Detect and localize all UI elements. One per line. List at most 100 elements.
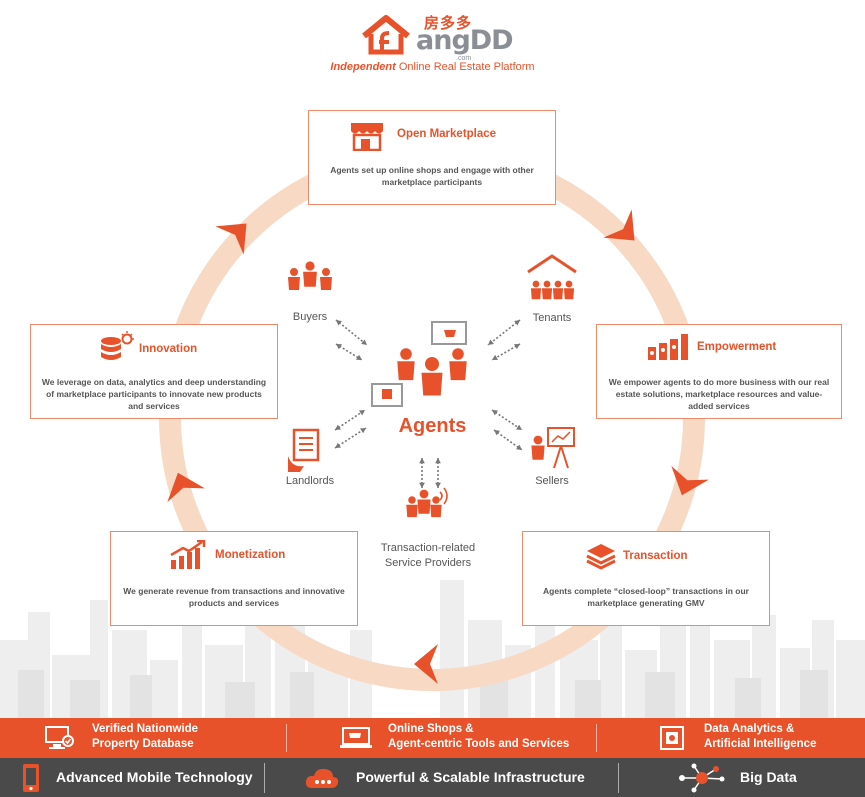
tech-item-mobile: Advanced Mobile Technology xyxy=(56,769,253,785)
tech-divider xyxy=(264,763,265,793)
connector-arrowhead xyxy=(492,354,498,360)
tech-item-big-data: Big Data xyxy=(740,769,797,785)
connector-arrowhead xyxy=(356,354,362,360)
person-head xyxy=(565,280,573,288)
person-head xyxy=(290,268,298,276)
connector-arrowhead xyxy=(514,344,520,350)
participant-buyers: Buyers xyxy=(280,311,340,323)
feature-line-2: Property Database xyxy=(92,738,194,750)
participant-sellers: Sellers xyxy=(522,475,582,487)
connector-line xyxy=(487,319,521,346)
person-head xyxy=(408,496,416,504)
cart-shape xyxy=(444,330,456,337)
cycle-arrow-icon xyxy=(414,644,438,684)
connector-line xyxy=(335,319,368,346)
tech-item-infrastructure: Powerful & Scalable Infrastructure xyxy=(356,769,585,785)
connector-arrowhead xyxy=(435,458,441,464)
person-body xyxy=(430,504,442,518)
connector-arrowhead xyxy=(335,442,341,448)
ai-chip-icon xyxy=(660,726,684,750)
person-head xyxy=(425,357,439,371)
tech-divider xyxy=(618,763,619,793)
connector-arrowhead xyxy=(335,424,341,430)
feature-divider xyxy=(596,724,597,752)
feature-line-2: Artificial Intelligence xyxy=(704,738,817,750)
stage-monetization: Monetization We generate revenue from tr… xyxy=(110,531,358,626)
buyers-icon xyxy=(288,261,332,290)
person-body xyxy=(303,271,317,287)
connector-arrowhead xyxy=(359,410,365,416)
database-bulb-icon xyxy=(101,331,134,360)
connector-arrowhead xyxy=(419,458,425,464)
verified-database-icon xyxy=(45,726,74,749)
participant-label: Tenants xyxy=(532,312,572,324)
connector-line xyxy=(334,409,366,431)
growth-chart-icon xyxy=(170,540,206,569)
stage-innovation: Innovation We leverage on data, analytic… xyxy=(30,324,278,419)
fangdd-logo: 房多多 angDD .com xyxy=(360,10,514,62)
connector-arrow xyxy=(334,409,366,431)
stage-description: Agents complete “closed-loop” transactio… xyxy=(543,586,749,608)
feature-item-database: Verified Nationwide Property Database xyxy=(92,722,198,752)
tenants-icon xyxy=(527,254,577,300)
center-agents-label: Agents xyxy=(398,415,467,437)
stage-description: We leverage on data, analytics and deep … xyxy=(41,377,267,411)
connector-arrowhead xyxy=(492,410,498,416)
connector-arrow xyxy=(491,409,523,431)
connector-arrowhead xyxy=(435,482,441,488)
connector-arrow xyxy=(487,319,521,346)
participant-label: Landlords xyxy=(285,475,335,487)
feature-line-2: Agent-centric Tools and Services xyxy=(388,738,570,750)
technology-bar: Advanced Mobile Technology Powerful & Sc… xyxy=(0,758,865,797)
connector-line xyxy=(491,409,523,431)
feature-line-1: Data Analytics & xyxy=(704,723,795,735)
board-leg xyxy=(553,445,562,469)
connector-line xyxy=(491,343,521,361)
person-head xyxy=(432,496,440,504)
person-body xyxy=(397,361,415,381)
connector-arrow xyxy=(491,343,521,361)
feature-item-data-analytics: Data Analytics & Artificial Intelligence xyxy=(704,722,816,752)
layers-icon xyxy=(586,544,616,570)
cloud-icon xyxy=(305,768,339,788)
participant-tenants: Tenants xyxy=(520,312,584,324)
features-bar: Verified Nationwide Property Database On… xyxy=(0,718,865,758)
connector-arrow xyxy=(493,429,523,451)
person-body xyxy=(530,288,542,300)
connector-arrowhead xyxy=(419,482,425,488)
stage-open-marketplace: Open Marketplace Agents set up online sh… xyxy=(308,110,556,205)
logo-wordmark: angDD xyxy=(416,25,514,56)
tagline-rest: Online Real Estate Platform xyxy=(395,61,535,73)
cycle-arrow-head xyxy=(215,223,247,255)
person-body xyxy=(320,277,332,290)
person-head xyxy=(400,348,412,360)
stage-empowerment: Empowerment We empower agents to do more… xyxy=(596,324,842,419)
connector-arrowhead xyxy=(514,320,520,326)
bar-growth-icon xyxy=(648,334,688,360)
stage-description: We empower agents to do more business wi… xyxy=(608,377,830,411)
cycle-arrow-icon xyxy=(671,465,709,496)
connector-arrow xyxy=(335,343,363,361)
person-body xyxy=(552,288,564,300)
sellers-icon xyxy=(531,427,575,469)
cycle-arrow-icon xyxy=(603,209,635,241)
person-body xyxy=(288,277,300,290)
cycle-arrow-head xyxy=(414,644,438,684)
stage-description: Agents set up online shops and engage wi… xyxy=(330,165,534,187)
house-doc-shape xyxy=(382,389,392,399)
person-body xyxy=(531,445,545,460)
connector-arrow xyxy=(334,427,367,449)
tagline: Independent Online Real Estate Platform xyxy=(0,61,865,73)
logo-domain-suffix: .com xyxy=(456,55,472,62)
online-shop-icon xyxy=(340,727,372,748)
service-providers-icon xyxy=(406,487,448,518)
cycle-arrow-icon xyxy=(167,472,205,503)
storefront-icon xyxy=(351,123,383,151)
connector-arrow xyxy=(335,319,368,346)
person-head xyxy=(322,268,330,276)
mobile-icon xyxy=(23,764,39,792)
person-body xyxy=(417,499,431,514)
connector-arrowhead xyxy=(488,339,494,345)
stage-title: Transaction xyxy=(623,550,688,562)
connector-arrow xyxy=(435,458,441,488)
